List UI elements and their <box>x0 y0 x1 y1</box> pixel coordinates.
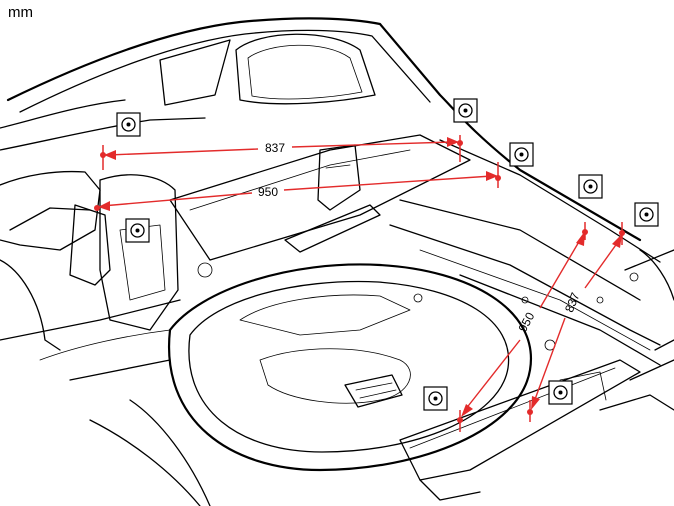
dimension-label-rear-width-upper: 837 <box>265 141 285 155</box>
dimension-line-rear-width-lower <box>459 222 623 432</box>
dimension-line-rear-width-upper <box>102 135 461 170</box>
reference-point-icon <box>453 98 478 123</box>
dimension-lines <box>98 135 623 432</box>
reference-point-icon <box>578 174 603 199</box>
reference-point-icon <box>125 218 150 243</box>
reference-point-icon <box>423 386 448 411</box>
point-left-mid <box>94 205 100 211</box>
body-outline <box>0 17 674 506</box>
reference-point-icon <box>116 112 141 137</box>
dimension-line-rear-diagonal-upper <box>98 162 499 211</box>
unit-label: mm <box>8 4 33 21</box>
dimension-line-rear-diagonal-lower <box>461 222 586 417</box>
reference-point-icon <box>548 380 573 405</box>
reference-symbols <box>116 98 659 411</box>
dimension-label-rear-diagonal-lower: 950 <box>516 310 538 335</box>
reference-point-icon <box>634 202 659 227</box>
reference-point-icon <box>509 142 534 167</box>
dimension-label-rear-diagonal-upper: 950 <box>258 185 278 199</box>
